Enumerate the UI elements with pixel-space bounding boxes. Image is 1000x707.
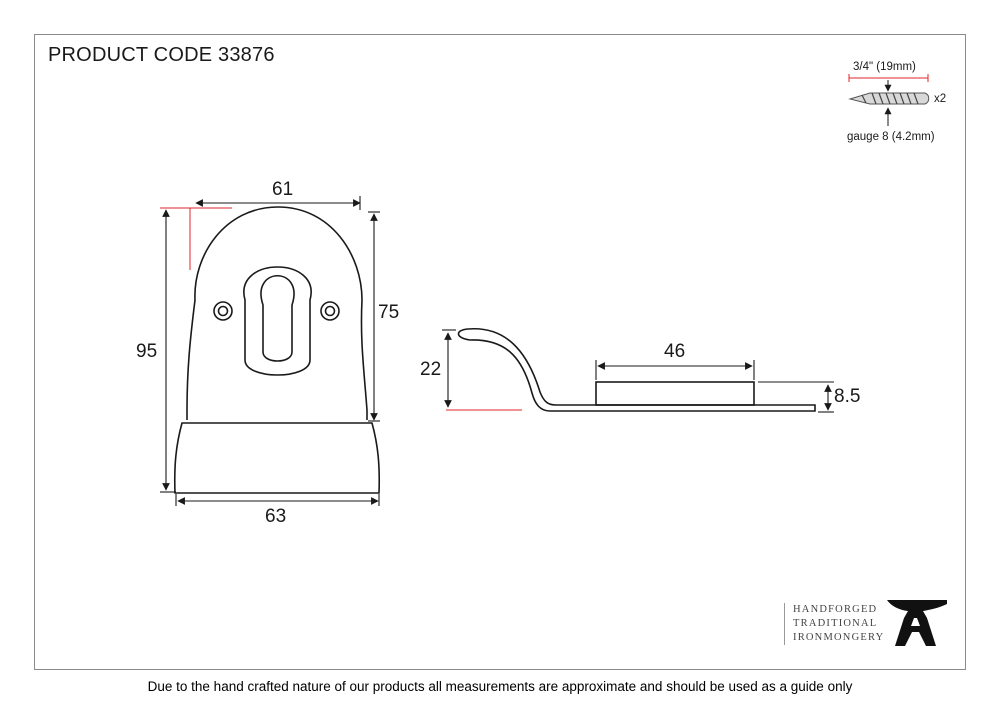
side-view: [457, 328, 816, 412]
collar-outline: [173, 422, 381, 494]
dim-top-width: 61: [272, 179, 293, 200]
dim-total-height: 95: [136, 341, 157, 362]
side-dimensions: [442, 329, 834, 413]
disclaimer-footer: Due to the hand crafted nature of our pr…: [147, 679, 853, 694]
red-guide-lines: [160, 207, 522, 411]
screw-icon: [848, 74, 930, 126]
front-dimensions: [160, 196, 380, 506]
front-view: [173, 206, 381, 494]
screw-gauge-label: gauge 8 (4.2mm): [847, 131, 935, 143]
side-profile: [457, 328, 816, 412]
dim-thickness: 8.5: [834, 386, 860, 407]
product-code-title: PRODUCT CODE 33876: [48, 44, 275, 66]
dim-bottom-width: 63: [265, 506, 286, 527]
plate-outline: [186, 206, 368, 420]
logo-line-3: IRONMONGERY: [793, 632, 885, 643]
logo-line-2: TRADITIONAL: [793, 618, 878, 629]
screw-hole-right: [320, 301, 340, 321]
drawing-frame: [34, 34, 966, 670]
keyhole-outer: [243, 266, 312, 376]
dim-plate-height: 75: [378, 302, 399, 323]
screw-length-label: 3/4" (19mm): [853, 61, 916, 73]
screw-quantity-label: x2: [934, 93, 946, 105]
brand-logo: HANDFORGED TRADITIONAL IRONMONGERY: [775, 598, 950, 650]
cylinder-collar-side: [595, 381, 755, 406]
logo-text: HANDFORGED TRADITIONAL IRONMONGERY: [784, 603, 884, 645]
dim-side-height: 22: [420, 359, 441, 380]
dim-inner-length: 46: [664, 341, 685, 362]
keyhole-inner: [260, 274, 295, 362]
anvil-icon: [887, 600, 947, 646]
screw-hole-left: [213, 301, 233, 321]
logo-line-1: HANDFORGED: [793, 604, 878, 615]
